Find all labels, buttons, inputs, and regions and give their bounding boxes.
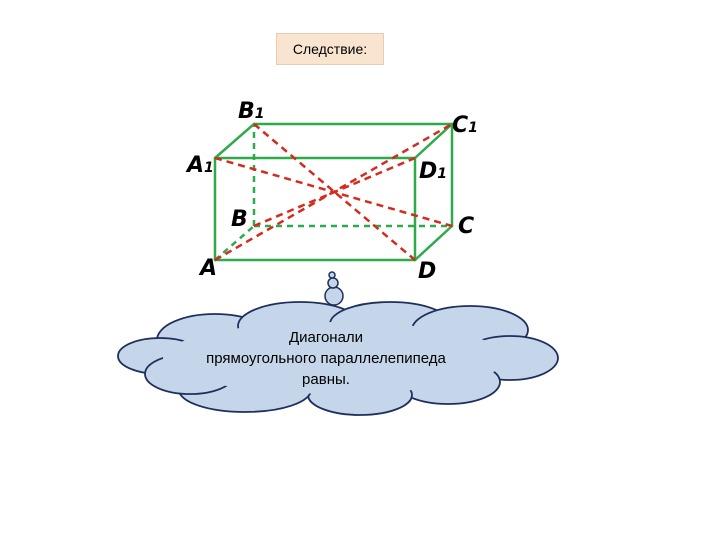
- vertex-label-C1: C1: [452, 113, 478, 138]
- thought-bubble-large: [324, 286, 344, 306]
- cloud-fill-cover: [163, 322, 507, 394]
- vertex-label-B: B: [231, 207, 248, 232]
- heading-box: Следствие:: [276, 33, 384, 65]
- thought-bubble-medium: [327, 277, 339, 289]
- vertex-label-B1: B1: [238, 99, 265, 124]
- edge-A-B: [214, 225, 255, 261]
- cloud-line-1: Диагонали: [288, 329, 364, 346]
- cloud-line-2: прямоугольного параллелепипеда: [206, 350, 446, 367]
- cloud-text: Диагонали прямоугольного параллелепипеда…: [160, 327, 492, 390]
- edge-D-C: [413, 224, 454, 262]
- heading-text: Следствие:: [292, 41, 368, 57]
- vertex-label-A1: A1: [185, 153, 214, 178]
- diagonals: [214, 122, 453, 262]
- vertex-label-C: C: [458, 214, 474, 239]
- thought-bubbles: [324, 271, 344, 306]
- box-edges: [213, 122, 454, 262]
- thought-bubble-small: [328, 271, 336, 279]
- diagonal-A1-C: [214, 156, 453, 228]
- vertex-label-D: D: [418, 259, 436, 284]
- vertex-label-A: A: [198, 256, 217, 281]
- edge-A1-B1: [213, 122, 256, 160]
- edge-D1-C1: [413, 122, 454, 160]
- cloud-line-3: равны.: [302, 371, 350, 388]
- hidden-edges: [214, 124, 452, 261]
- vertex-label-D1: D1: [419, 159, 447, 184]
